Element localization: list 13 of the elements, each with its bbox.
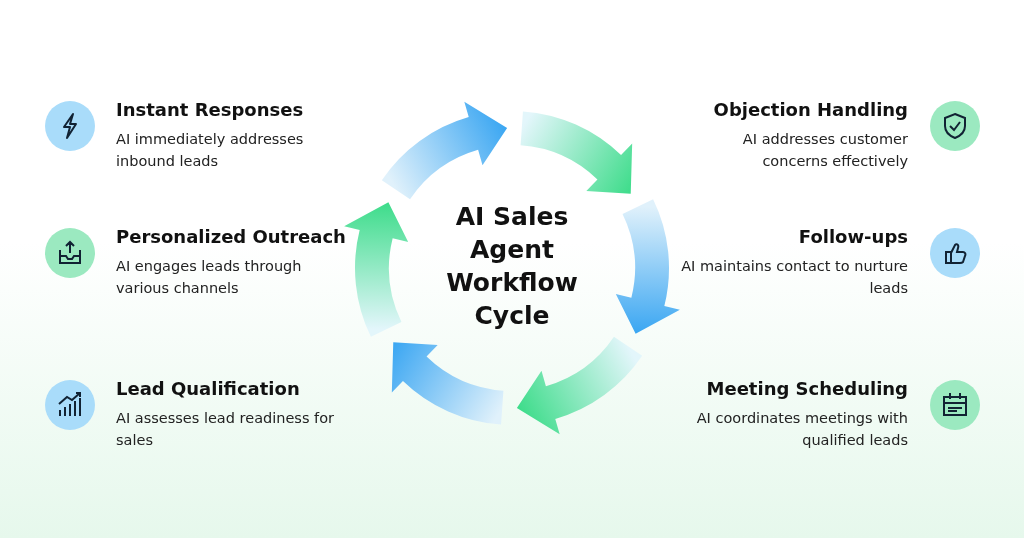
step-heading: Follow-ups: [797, 225, 908, 249]
step-description: AI engages leads through various channels: [116, 257, 303, 298]
cycle-title: AI Sales Agent Workflow Cycle: [432, 200, 592, 332]
step-heading: Personalized Outreach: [116, 225, 346, 249]
step-description: AI assesses lead readiness for sales: [116, 409, 335, 450]
step-description: AI immediately addresses inbound leads: [116, 130, 305, 171]
step-heading: Objection Handling: [712, 98, 908, 122]
step-heading: Lead Qualification: [116, 377, 301, 401]
step-heading: Meeting Scheduling: [705, 377, 908, 401]
step-heading: Instant Responses: [116, 98, 305, 122]
step-description: AI maintains contact to nurture leads: [680, 257, 908, 298]
step-description: AI addresses customer concerns effectively: [741, 130, 908, 171]
step-description: AI coordinates meetings with qualified leads: [695, 409, 908, 450]
